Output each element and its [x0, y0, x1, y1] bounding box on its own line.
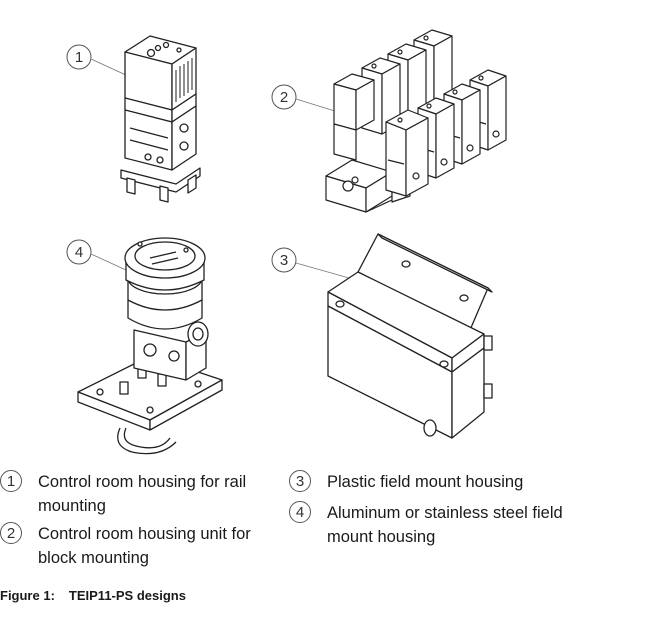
callout-3: 3	[271, 247, 357, 281]
legend-text-4: Aluminum or stainless steel field mount …	[327, 504, 563, 546]
legend-text-2: Control room housing unit for block moun…	[38, 525, 251, 567]
caption-label: Figure 1:	[0, 588, 55, 603]
legend-text-3: Plastic field mount housing	[327, 473, 524, 491]
figure-caption: Figure 1: TEIP11-PS designs	[0, 588, 186, 603]
legend-number-3: 3	[289, 470, 311, 492]
legend-item-1: 1 Control room housing for rail mounting	[0, 470, 280, 518]
svg-text:2: 2	[280, 89, 288, 106]
callout-2: 2	[271, 84, 339, 113]
callout-4: 4	[66, 239, 127, 271]
svg-text:3: 3	[280, 252, 288, 269]
legend-number-2: 2	[0, 522, 22, 544]
rail-mount-housing-drawing	[120, 35, 201, 203]
legend-item-3: 3 Plastic field mount housing	[289, 470, 619, 494]
aluminum-field-housing-drawing	[77, 237, 223, 455]
plastic-field-housing-drawing	[327, 233, 493, 439]
callout-1: 1	[66, 44, 129, 77]
legend-item-4: 4 Aluminum or stainless steel field moun…	[289, 501, 589, 549]
legend-item-2: 2 Control room housing unit for block mo…	[0, 522, 280, 570]
legend-number-4: 4	[289, 501, 311, 523]
figure-illustration: 1 2	[66, 29, 507, 455]
svg-text:1: 1	[75, 49, 83, 66]
legend-number-1: 1	[0, 470, 22, 492]
legend-text-1: Control room housing for rail mounting	[38, 473, 247, 515]
svg-text:4: 4	[75, 244, 83, 261]
block-mount-housing-drawing	[325, 29, 507, 213]
caption-title: TEIP11-PS designs	[68, 588, 186, 603]
